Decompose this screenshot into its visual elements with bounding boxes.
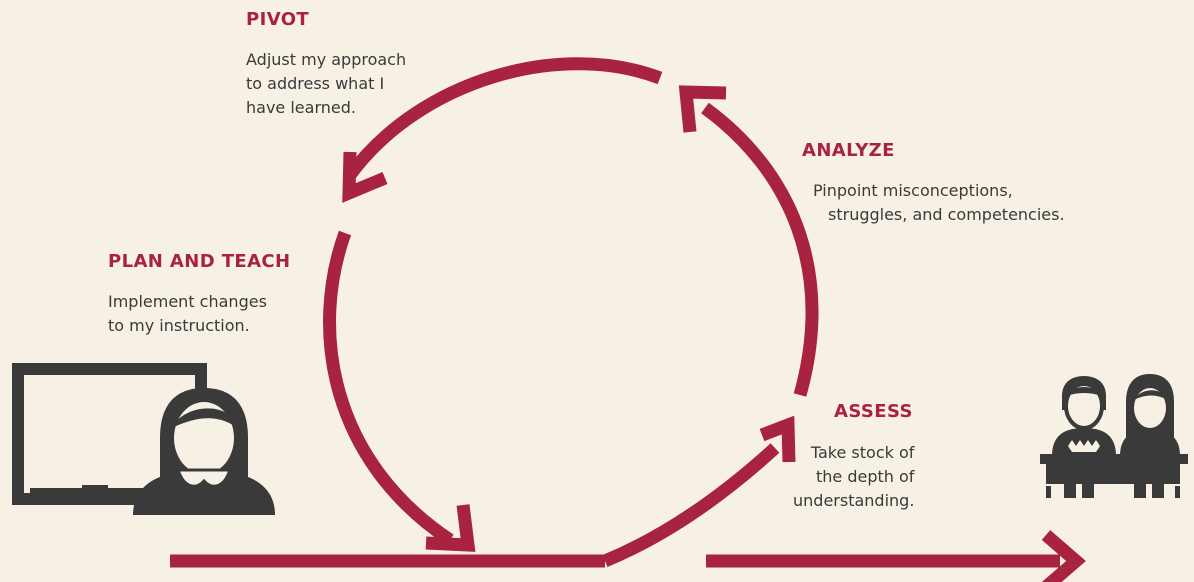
plan-teach-description: Implement changes to my instruction. (108, 290, 267, 338)
students-at-desk-icon (1040, 374, 1188, 498)
pivot-line-2: to address what I (246, 74, 385, 93)
assess-arc (602, 443, 780, 568)
assess-line-3: understanding. (793, 491, 915, 510)
assess-arrowhead (759, 415, 796, 463)
pivot-arrowhead (342, 151, 388, 203)
assess-description: Take stock of the depth of understanding… (793, 441, 914, 513)
analyze-description: Pinpoint misconceptions, struggles, and … (813, 179, 1065, 227)
assess-line-2: the depth of (815, 467, 915, 486)
plan-teach-title: PLAN AND TEACH (108, 251, 291, 272)
assess-line-1: Take stock of (810, 443, 915, 462)
assess-title: ASSESS (834, 401, 913, 422)
plan-teach-line-1: Implement changes (108, 292, 267, 311)
analyze-arc (701, 102, 819, 397)
analyze-line-1: Pinpoint misconceptions, (813, 181, 1013, 200)
pivot-arc (344, 57, 663, 179)
pivot-line-1: Adjust my approach (246, 50, 407, 69)
teacher-icon (133, 388, 275, 515)
pivot-description: Adjust my approach to address what I hav… (246, 48, 406, 120)
pivot-line-3: have learned. (246, 98, 356, 117)
plan-teach-arrowhead (425, 504, 476, 552)
analyze-title: ANALYZE (802, 140, 895, 161)
baseline-arrowhead (1041, 530, 1086, 582)
plan-teach-line-2: to my instruction. (108, 316, 250, 335)
analyze-arrowhead (678, 85, 727, 133)
plan-teach-arc (323, 230, 454, 546)
pivot-title: PIVOT (246, 9, 310, 30)
analyze-line-2: struggles, and competencies. (828, 205, 1065, 224)
